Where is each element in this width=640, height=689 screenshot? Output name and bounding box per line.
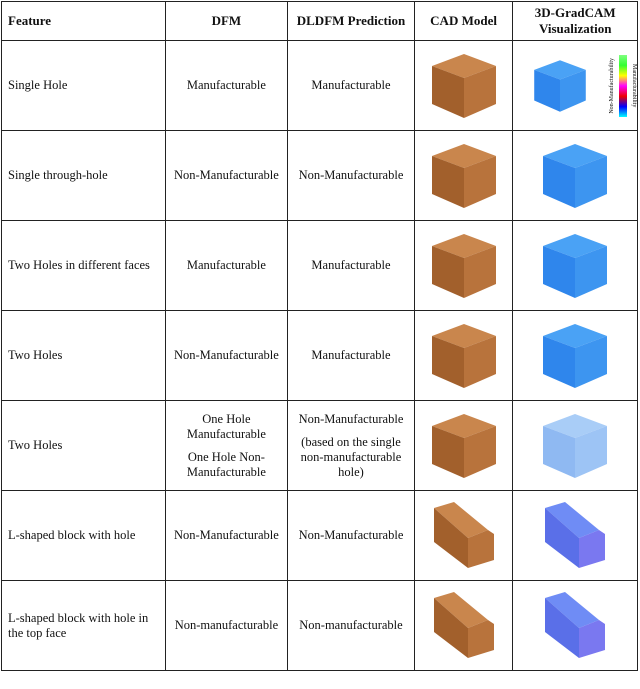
header-prediction: DLDFM Prediction <box>287 1 415 41</box>
gradcam-image <box>543 233 608 298</box>
header-gradcam: 3D-GradCAM Visualization <box>512 1 638 41</box>
table-row: Single through-hole Non-Manufacturable N… <box>1 130 638 221</box>
header-row: Feature DFM DLDFM Prediction CAD Model 3… <box>1 1 638 41</box>
prediction-text: Manufacturable <box>311 78 391 92</box>
prediction-cell: Manufacturable <box>287 40 415 131</box>
cad-model-image <box>433 591 494 658</box>
feature-cell: Single Hole <box>1 40 166 131</box>
dfm-text: Manufacturable <box>186 258 266 272</box>
header-cad: CAD Model <box>413 1 514 41</box>
prediction-text: Non-manufacturable <box>299 618 403 632</box>
prediction-cell: Non-Manufacturable <box>287 130 415 221</box>
cad-model-image <box>431 53 496 118</box>
dfm-cell: Manufacturable <box>164 220 289 311</box>
gradcam-image <box>545 501 606 568</box>
gradcam-cell <box>512 310 638 401</box>
gradcam-cell <box>512 220 638 311</box>
cad-cell <box>413 580 514 671</box>
cad-model-image <box>431 143 496 208</box>
cad-model-image <box>433 501 494 568</box>
cad-cell <box>413 400 514 491</box>
gradcam-cell <box>512 490 638 581</box>
gradcam-cell <box>512 400 638 491</box>
gradcam-image <box>533 59 586 112</box>
feature-cell: L-shaped block with hole <box>1 490 166 581</box>
results-table: Feature DFM DLDFM Prediction CAD Model 3… <box>1 1 638 671</box>
gradcam-cell <box>512 580 638 671</box>
prediction-cell: Non-manufacturable <box>287 580 415 671</box>
cad-cell <box>413 40 514 131</box>
gradcam-image <box>543 143 608 208</box>
prediction-text: Manufacturable <box>311 348 391 362</box>
cad-cell <box>413 130 514 221</box>
feature-cell: Two Holes <box>1 400 166 491</box>
table-row: L-shaped block with hole Non-Manufactura… <box>1 490 638 581</box>
feature-cell: Two Holes <box>1 310 166 401</box>
feature-cell: Two Holes in different faces <box>1 220 166 311</box>
table-row: Single Hole Manufacturable Manufacturabl… <box>1 40 638 131</box>
legend-top-label: Manufacturability <box>631 63 637 108</box>
cad-model-image <box>431 323 496 388</box>
dfm-text: Non-Manufacturable <box>173 528 279 542</box>
dfm-cell: Non-Manufacturable <box>164 130 289 221</box>
cad-model-image <box>431 233 496 298</box>
dfm-text: Non-Manufacturable <box>173 348 279 362</box>
table-row: L-shaped block with hole in the top face… <box>1 580 638 671</box>
cad-model-image <box>431 413 496 478</box>
cad-cell <box>413 310 514 401</box>
dfm-text: One Hole Non-Manufacturable <box>186 449 266 479</box>
table-row: Two Holes in different faces Manufactura… <box>1 220 638 311</box>
prediction-cell: Manufacturable <box>287 310 415 401</box>
prediction-cell: Non-Manufacturable (based on the single n… <box>287 400 415 491</box>
dfm-text: One Hole Manufacturable <box>186 411 266 441</box>
prediction-cell: Non-Manufacturable <box>287 490 415 581</box>
header-dfm: DFM <box>164 1 289 41</box>
dfm-cell: Manufacturable <box>164 40 289 131</box>
prediction-cell: Manufacturable <box>287 220 415 311</box>
gradcam-cell <box>512 130 638 221</box>
cad-cell <box>413 220 514 311</box>
table-row: Two Holes Non-Manufacturable Manufactura… <box>1 310 638 401</box>
dfm-cell: Non-Manufacturable <box>164 310 289 401</box>
dfm-cell: Non-manufacturable <box>164 580 289 671</box>
cad-cell <box>413 490 514 581</box>
prediction-text: Non-Manufacturable <box>298 168 404 182</box>
gradcam-image <box>545 591 606 658</box>
feature-cell: Single through-hole <box>1 130 166 221</box>
dfm-text: Manufacturable <box>186 78 266 92</box>
dfm-text: Non-manufacturable <box>174 618 279 632</box>
legend-bottom-label: Non-Manufacturability <box>609 57 615 114</box>
feature-cell: L-shaped block with hole in the top face <box>1 580 166 671</box>
gradcam-image <box>543 413 608 478</box>
gradcam-image <box>543 323 608 388</box>
prediction-text: Manufacturable <box>311 258 391 272</box>
prediction-text: Non-Manufacturable <box>298 528 404 542</box>
prediction-text: Non-Manufacturable <box>298 411 404 426</box>
dfm-text: Non-Manufacturable <box>173 168 279 182</box>
prediction-text: (based on the single non-manufacturable … <box>300 434 402 479</box>
dfm-cell: Non-Manufacturable <box>164 490 289 581</box>
gradcam-cell: Non-Manufacturability Manufacturability <box>512 40 638 131</box>
colorbar-legend <box>619 54 627 117</box>
header-feature: Feature <box>1 1 166 41</box>
